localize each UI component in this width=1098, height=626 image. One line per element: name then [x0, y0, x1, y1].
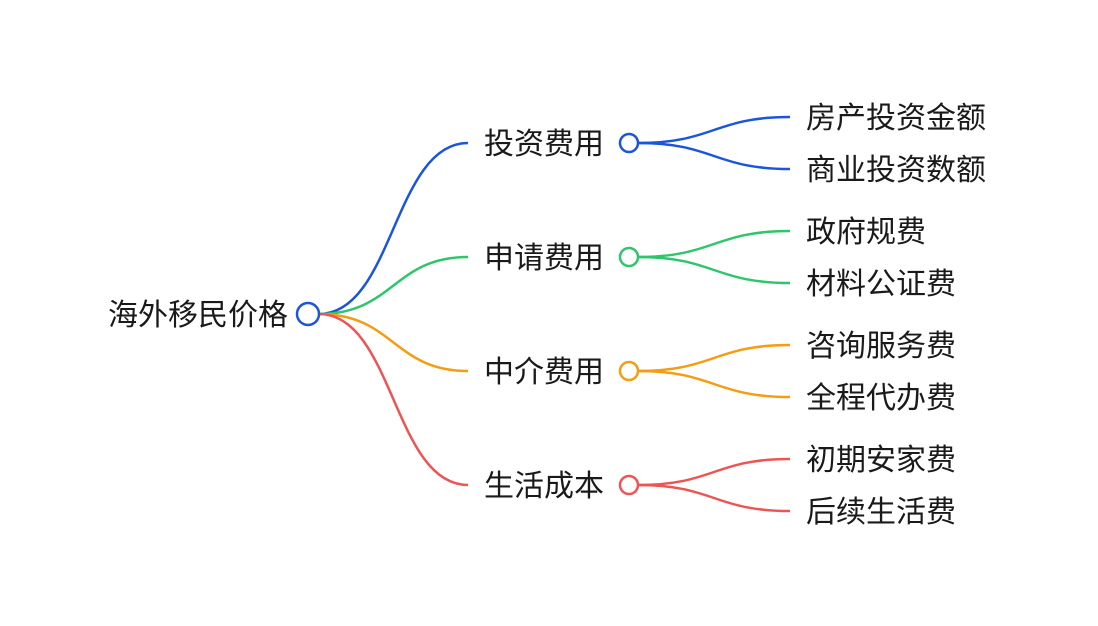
- leaf-label-notarization-fees[interactable]: 材料公证费: [806, 267, 956, 302]
- leaf-label-property-investment[interactable]: 房产投资金额: [806, 101, 986, 136]
- branch-node-circle-application[interactable]: [618, 246, 640, 268]
- branch-node-investment[interactable]: 投资费用: [484, 127, 640, 162]
- branch-3-to-leaf-link-1: [637, 483, 791, 513]
- leaf-label-consulting-fees[interactable]: 咨询服务费: [806, 329, 956, 364]
- root-node[interactable]: 海外移民价格: [108, 298, 321, 333]
- branch-node-application[interactable]: 申请费用: [484, 241, 640, 276]
- branch-label-living: 生活成本: [484, 469, 604, 504]
- branch-node-circle-agency[interactable]: [618, 360, 640, 382]
- branch-node-circle-living[interactable]: [618, 474, 640, 496]
- mindmap-links: [318, 115, 791, 513]
- root-to-branch-link-0: [318, 141, 469, 316]
- branch-node-living[interactable]: 生活成本: [484, 469, 640, 504]
- leaf-label-business-investment[interactable]: 商业投资数额: [806, 153, 986, 188]
- root-to-branch-link-1: [318, 255, 469, 316]
- leaf-label-living-expenses[interactable]: 后续生活费: [806, 495, 956, 530]
- branch-1-to-leaf-link-1: [637, 255, 791, 285]
- root-node-circle[interactable]: [295, 301, 321, 327]
- leaf-label-government-fees[interactable]: 政府规费: [806, 215, 926, 250]
- leaf-label-full-service-fees[interactable]: 全程代办费: [806, 381, 956, 416]
- branch-0-to-leaf-link-1: [637, 141, 791, 171]
- branch-node-circle-investment[interactable]: [618, 132, 640, 154]
- root-to-branch-link-2: [318, 312, 469, 373]
- root-to-branch-link-3: [318, 312, 469, 487]
- branch-2-to-leaf-link-1: [637, 369, 791, 399]
- branch-label-investment: 投资费用: [484, 127, 604, 162]
- root-label: 海外移民价格: [108, 298, 288, 333]
- branch-2-to-leaf-link-0: [637, 343, 791, 373]
- branch-label-application: 申请费用: [484, 241, 604, 276]
- branch-0-to-leaf-link-0: [637, 115, 791, 145]
- branch-node-agency[interactable]: 中介费用: [484, 355, 640, 390]
- branch-label-agency: 中介费用: [484, 355, 604, 390]
- branch-1-to-leaf-link-0: [637, 229, 791, 259]
- branch-3-to-leaf-link-0: [637, 457, 791, 487]
- leaf-label-settlement-fees[interactable]: 初期安家费: [806, 443, 956, 478]
